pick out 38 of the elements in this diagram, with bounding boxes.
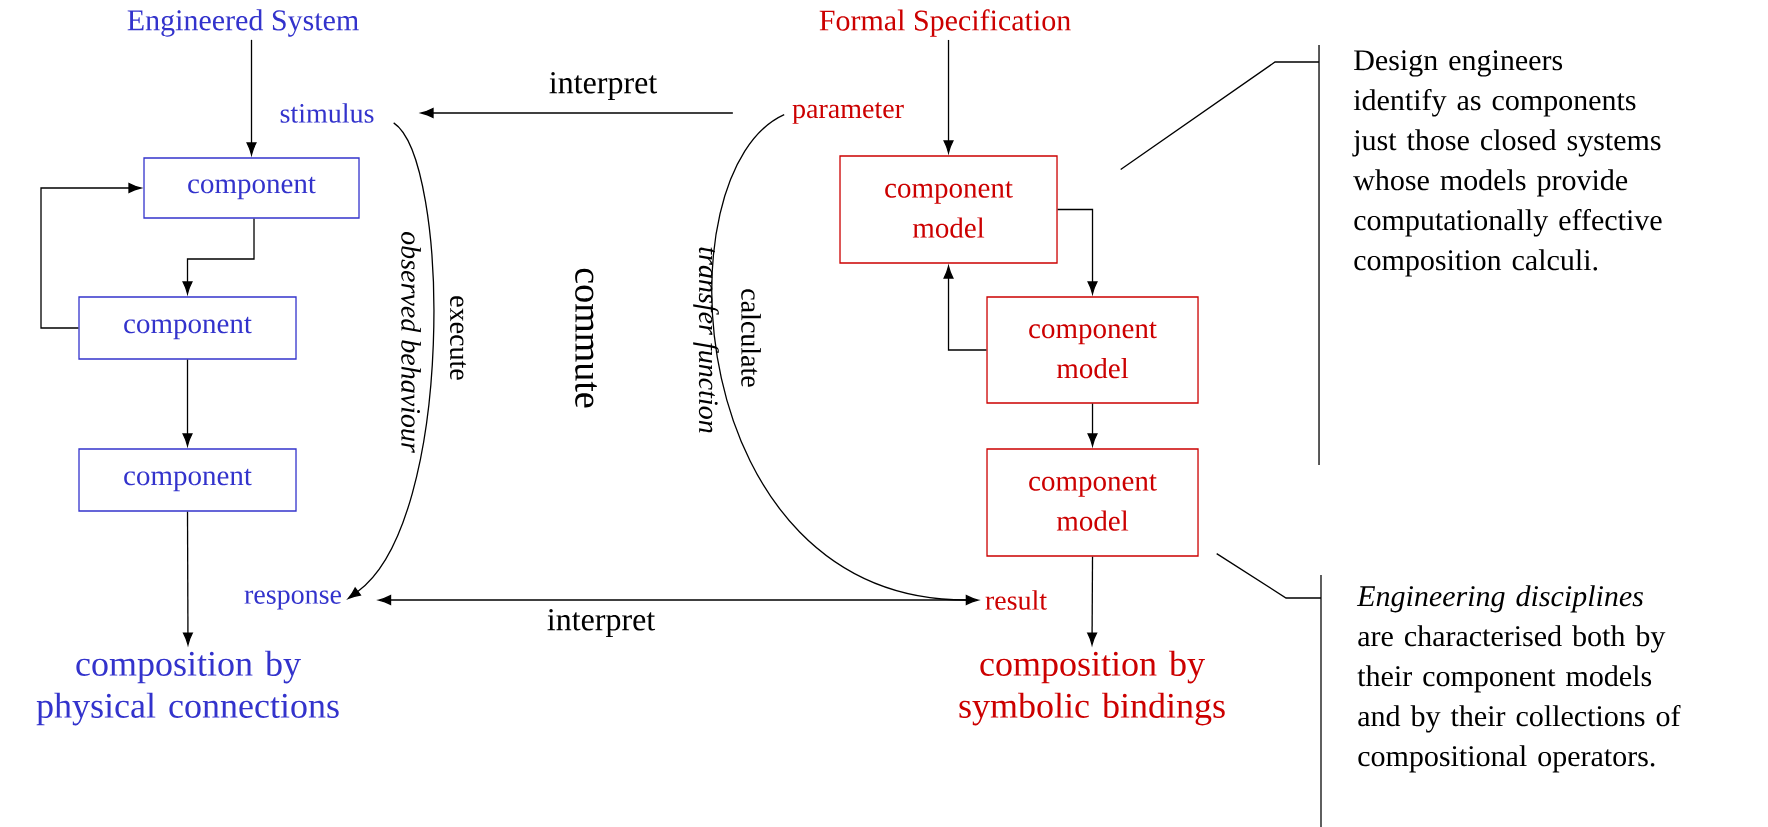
annotation-text: commute: [575, 268, 597, 408]
arrow: [40, 182, 142, 329]
leader-line: [1120, 61, 1320, 171]
component-box: component model: [839, 155, 1058, 264]
arrow: [1087, 403, 1098, 447]
arrow: [246, 39, 257, 156]
edge-label: interpret: [544, 607, 658, 639]
arrow: [347, 122, 435, 600]
arrow: [182, 359, 193, 447]
arrow: [420, 107, 734, 119]
component-box: component model: [986, 296, 1199, 404]
arrow: [943, 39, 954, 154]
component-box: component: [78, 448, 297, 512]
term-label: response: [244, 590, 341, 610]
note-text: Design engineers identify as components just those closed systems whose models provide computationally effective composition calculi.: [1352, 50, 1662, 277]
note-text: Engineering disciplines are characterised both by their component models and by their collections of compositional operators.: [1356, 585, 1681, 773]
leader-line: [1216, 553, 1322, 599]
arrow: [1087, 556, 1098, 646]
component-box: component: [78, 296, 297, 360]
term-label: result: [985, 590, 1047, 610]
arrow: [943, 265, 987, 351]
annotation-text: transfer function: [693, 247, 719, 433]
annotation-text: observed behaviour: [401, 232, 421, 453]
component-box: component model: [986, 448, 1199, 557]
term-label: parameter: [792, 102, 904, 124]
component-box: component: [143, 157, 360, 219]
diagram-heading: Engineered System: [127, 9, 359, 37]
arrow: [711, 113, 979, 606]
edge-label: execute: [448, 293, 469, 383]
arrow: [182, 218, 255, 295]
composition-caption: composition by symbolic bindings: [959, 650, 1225, 726]
edge-label: calculate: [739, 286, 763, 390]
term-label: stimulus: [280, 103, 374, 123]
arrow: [1057, 208, 1098, 295]
diagram-heading: Formal Specification: [819, 9, 1071, 37]
edge-label: interpret: [546, 70, 660, 102]
composition-caption: composition by physical connections: [36, 650, 339, 726]
arrow: [182, 511, 193, 646]
